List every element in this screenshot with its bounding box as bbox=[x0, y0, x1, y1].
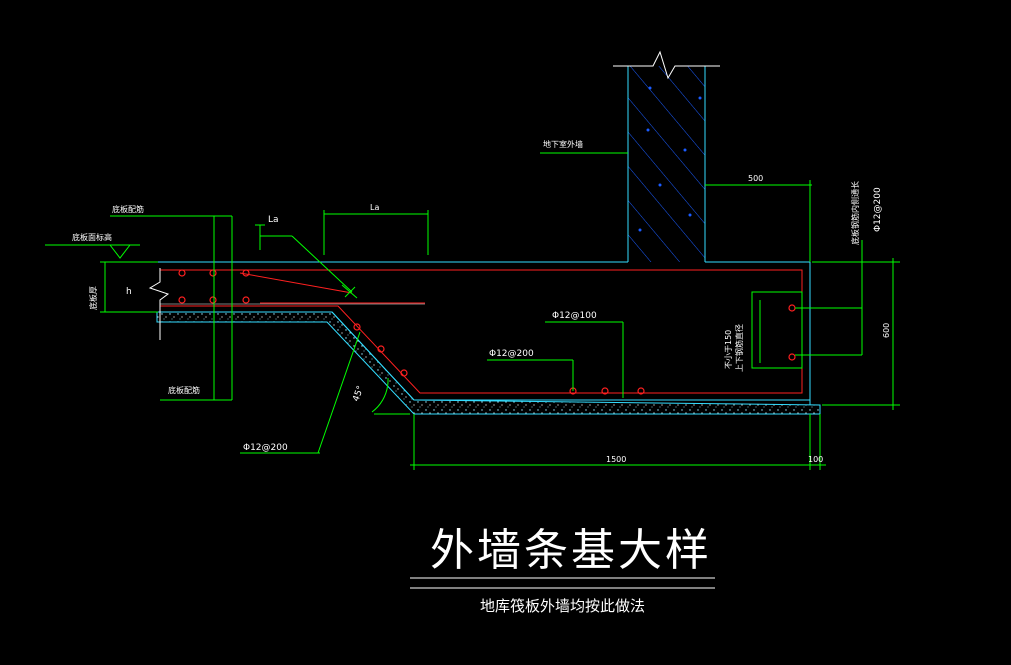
right-vertical-label: 底板钢筋内侧通长 bbox=[850, 181, 860, 245]
slab-top-elev-label: 底板面标高 bbox=[72, 232, 112, 242]
rebar-200-right-label: Φ12@200 bbox=[873, 187, 883, 232]
la-left-label: La bbox=[268, 215, 279, 225]
break-line-icon bbox=[613, 50, 720, 80]
stirrup-label-1: 上下钢筋直径 bbox=[734, 324, 744, 372]
slab-thickness-label: 底板厚 bbox=[88, 286, 98, 310]
rebar-200-mid-label: Φ12@200 bbox=[489, 349, 534, 359]
basement-wall bbox=[613, 50, 720, 262]
rebar-100-label: Φ12@100 bbox=[552, 311, 597, 321]
rebar-dots bbox=[178, 269, 796, 395]
angle-label: 45° bbox=[351, 385, 366, 403]
drawing-subtitle: 地库筏板外墙均按此做法 bbox=[480, 597, 645, 615]
concrete-cushion bbox=[156, 311, 821, 415]
stirrup-label-2b: 不小于150 bbox=[724, 330, 733, 369]
slab-rebar-bottom-label: 底板配筋 bbox=[168, 385, 200, 395]
break-symbol-icon bbox=[148, 268, 170, 340]
dimension-lines bbox=[45, 152, 900, 470]
basement-wall-label: 地下室外墙 bbox=[543, 139, 583, 149]
dim-1500-label: 1500 bbox=[606, 455, 626, 464]
rebar-200-left-label: Φ12@200 bbox=[243, 443, 288, 453]
la-right-label: La bbox=[370, 203, 379, 212]
drawing-title: 外墙条基大样 bbox=[430, 525, 712, 576]
rebar-lines bbox=[160, 269, 803, 394]
slab-outline bbox=[110, 261, 811, 405]
dim-500-label: 500 bbox=[748, 174, 763, 183]
h-label: h bbox=[126, 287, 132, 297]
dim-600-label: 600 bbox=[882, 323, 891, 338]
slab-rebar-top-label: 底板配筋 bbox=[112, 204, 144, 214]
dim-100-label: 100 bbox=[808, 455, 823, 464]
